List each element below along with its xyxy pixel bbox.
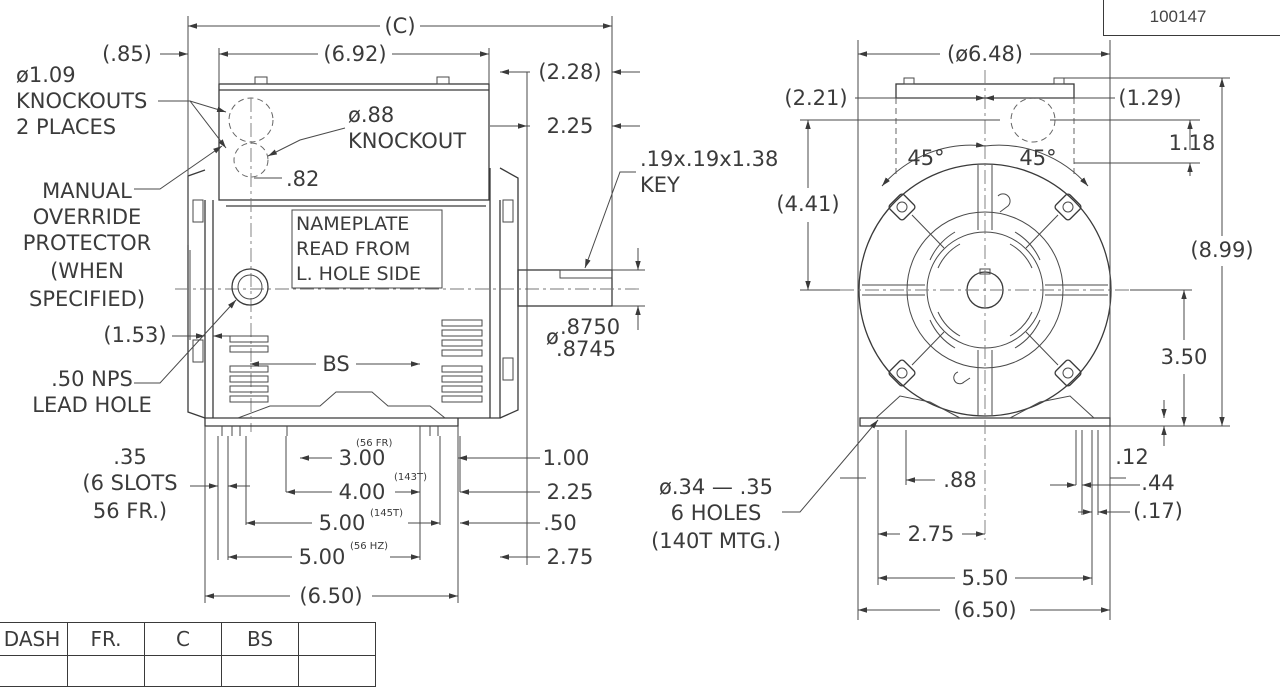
end-dim-350: 3.50 [1161,345,1208,369]
end-bell-ring [906,211,1064,369]
dim-500-b: 5.00 [299,545,346,569]
note-slots-2: (6 SLOTS [82,471,177,495]
knockout-circle-lower [233,142,269,178]
motor-dimension-drawing: (C) (.85) (6.92) (2.28) 2.25 .82 (1.53) … [16,14,1254,622]
note-slots-1: .35 [113,445,146,469]
note-manual-2: OVERRIDE [33,205,142,229]
end-dim-275: 2.75 [908,522,955,546]
dash-table-header-row: DASH FR. C BS [0,622,376,656]
note-lead-2: LEAD HOLE [32,393,151,417]
end-dim-221: (2.21) [784,86,847,110]
note-slots-3: 56 FR.) [93,499,167,523]
note-holes-1: ø.34 — .35 [659,475,773,499]
sup-56fr: (56 FR) [356,438,393,449]
end-dim-044: .44 [1141,471,1174,495]
col-c: C [144,622,222,656]
table-cell [144,655,222,687]
dim-400: 4.00 [339,480,386,504]
dim-225-top: 2.25 [547,114,594,138]
note-manual-3: PROTECTOR [23,231,152,255]
dim-082: .82 [286,167,319,191]
drawing-number: 100147 [1149,7,1207,26]
note-manual-5: SPECIFIED) [29,287,145,311]
sup-56hz: (56 HZ) [350,541,388,552]
nameplate-line-3: L. HOLE SIDE [296,263,421,285]
shaft-key [559,269,613,279]
note-knockout088-2: KNOCKOUT [348,129,466,153]
sup-143t: (143T) [394,472,427,483]
shaft-phi: ø [546,325,559,349]
end-dim-017: (.17) [1133,499,1183,523]
end-knockout [1010,97,1056,143]
nameplate-box [291,209,443,289]
nameplate-line-1: NAMEPLATE [296,213,409,235]
dim-085: (.85) [102,42,152,66]
end-dim-650: (6.50) [953,598,1016,622]
dim-100: 1.00 [543,446,590,470]
end-dim-899: (8.99) [1190,238,1253,262]
note-manual-1: MANUAL [42,179,132,203]
table-cell [298,655,376,687]
lead-hole [231,268,269,306]
angle-left: 45° [907,146,944,170]
end-dim-012: .12 [1115,445,1148,469]
note-manual-4: (WHEN [50,259,124,283]
note-knockouts-3: 2 PLACES [16,115,116,139]
note-key-1: .19x.19x1.38 [640,147,778,171]
end-dim-441: (4.41) [776,192,839,216]
side-view: (C) (.85) (6.92) (2.28) 2.25 .82 (1.53) … [16,14,778,608]
dim-050: .50 [543,511,576,535]
end-view: (ø6.48) (2.21) (1.29) 1.18 (4.41) (8.99)… [651,40,1254,622]
end-dim-118: 1.18 [1169,131,1216,155]
end-dim-648: (ø6.48) [947,42,1023,66]
dim-bs: BS [322,352,349,376]
table-cell [67,655,145,687]
end-bolts [888,193,1082,387]
note-knockouts-1: ø1.09 [16,63,76,87]
drawing-number-box: 100147 [1103,0,1280,36]
dash-table: DASH FR. C BS [0,622,376,687]
end-dim-550: 5.50 [962,566,1009,590]
table-cell [221,655,299,687]
shaft-dia-min: .8745 [556,337,616,361]
note-knockouts-2: KNOCKOUTS [16,89,147,113]
col-dash: DASH [0,622,68,656]
dim-275: 2.75 [547,545,594,569]
motor-frame [204,200,501,419]
dim-692: (6.92) [323,42,386,66]
col-fr: FR. [67,622,145,656]
dash-table-row [0,655,376,687]
dim-153: (1.53) [103,323,166,347]
dim-500-a: 5.00 [319,511,366,535]
note-lead-1: .50 NPS [51,367,133,391]
end-dim-088: .88 [943,468,976,492]
table-cell [0,655,68,687]
note-key-2: KEY [640,173,680,197]
angle-right: 45° [1019,146,1056,170]
dim-228: (2.28) [538,60,601,84]
side-vents [229,319,483,403]
nameplate-line-2: READ FROM [296,238,410,260]
shaft [517,269,613,307]
sup-145t: (145T) [370,508,403,519]
note-holes-3: (140T MTG.) [651,529,781,553]
col-bs: BS [221,622,299,656]
note-holes-2: 6 HOLES [671,501,762,525]
col-blank [298,622,376,656]
dim-225-bot: 2.25 [547,480,594,504]
mounting-base [204,418,459,427]
shaft-dia-max: .8750 [560,315,620,339]
dim-650: (6.50) [299,584,362,608]
dim-overall-c: (C) [384,14,415,38]
note-knockout088-1: ø.88 [348,103,394,127]
dim-300: 3.00 [339,446,386,470]
end-dim-129: (1.29) [1118,86,1181,110]
